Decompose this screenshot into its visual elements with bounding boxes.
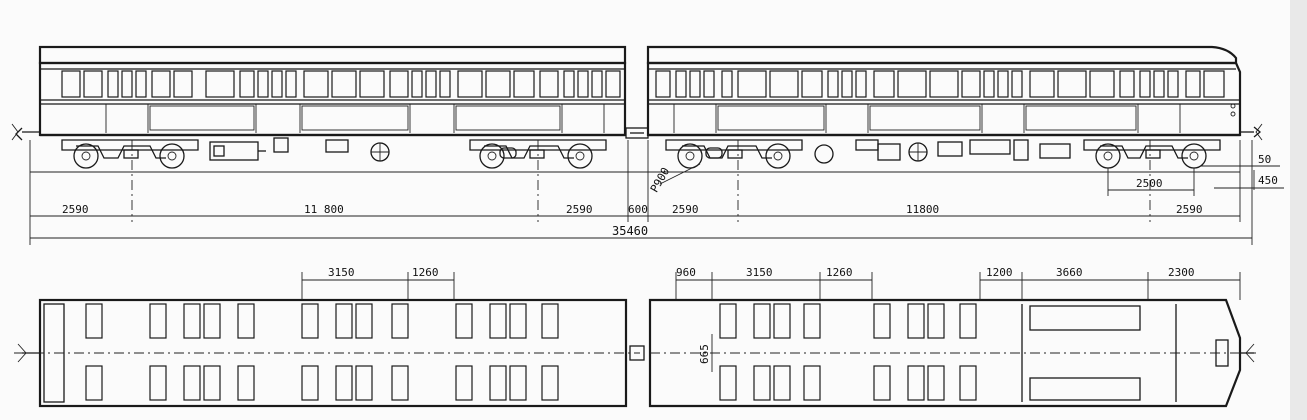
side-view-car-1 <box>11 45 627 169</box>
car1-bogie-right <box>469 139 607 169</box>
car2-plan-seats-top <box>719 303 977 339</box>
car1-left-coupler <box>11 123 40 141</box>
dim-bogie-wheelbase: 2500 <box>1136 177 1163 190</box>
car2-bogie-right <box>1083 139 1221 169</box>
dim-height-450: 450 <box>1258 174 1278 187</box>
dim-height-50: 50 <box>1258 153 1271 166</box>
dim-car1-bogie-centres: 11 800 <box>304 203 344 216</box>
dim-plan-car2-window-bay: 3150 <box>746 266 773 279</box>
car2-underframe-equipment <box>814 139 1071 164</box>
car1-plan-seats-bottom <box>85 365 559 401</box>
dim-plan-car1-window-bay: 3150 <box>328 266 355 279</box>
car1-bogie-left <box>61 139 199 169</box>
car1-side-windows <box>61 70 621 98</box>
car1-roof <box>38 45 627 65</box>
side-view-car-2 <box>646 45 1263 169</box>
car2-bogie-left <box>665 139 803 169</box>
dim-car1-left-overhang: 2590 <box>62 203 89 216</box>
car2-plan-compartment <box>1021 304 1177 402</box>
dim-overall-length: 35460 <box>612 224 648 238</box>
inter-car-coupling <box>625 127 649 139</box>
car2-roof <box>646 45 1238 65</box>
car2-side-windows <box>655 70 1236 117</box>
dim-car2-bogie-centres: 11800 <box>906 203 939 216</box>
dim-car2-right-overhang: 2590 <box>1176 203 1203 216</box>
car2-plan-outline <box>648 298 1242 408</box>
dim-plan-car2-compartment: 3660 <box>1056 266 1083 279</box>
dim-plan-car2-gauge: 665 <box>698 344 711 364</box>
dim-plan-car2-cab: 2300 <box>1168 266 1195 279</box>
plan-view-car-1: 3150 1260 <box>14 266 640 408</box>
dim-car1-right-overhang: 2590 <box>566 203 593 216</box>
car1-plan-seats-top <box>85 303 559 339</box>
dim-plan-car2-door-2: 1200 <box>986 266 1013 279</box>
car2-door-panels <box>673 104 1181 133</box>
dim-coupling-gap: 600 <box>628 203 648 216</box>
car2-plan-seats-bottom <box>719 365 977 401</box>
dim-plan-car1-door: 1260 <box>412 266 439 279</box>
plan-inter-car-coupling <box>629 345 645 361</box>
plan-view-car-2: 960 3150 1260 1200 3660 2300 665 <box>648 266 1256 408</box>
car2-body <box>646 61 1242 137</box>
dim-plan-car2-door: 1260 <box>826 266 853 279</box>
car1-underframe-equipment <box>209 137 390 162</box>
car2-right-coupler <box>1240 123 1263 141</box>
paper-edge <box>1290 0 1307 420</box>
car1-door-panels <box>105 104 605 133</box>
car2-plan-cab <box>1215 339 1255 367</box>
dim-plan-car2-end-offset: 960 <box>676 266 696 279</box>
dim-car2-left-overhang: 2590 <box>672 203 699 216</box>
